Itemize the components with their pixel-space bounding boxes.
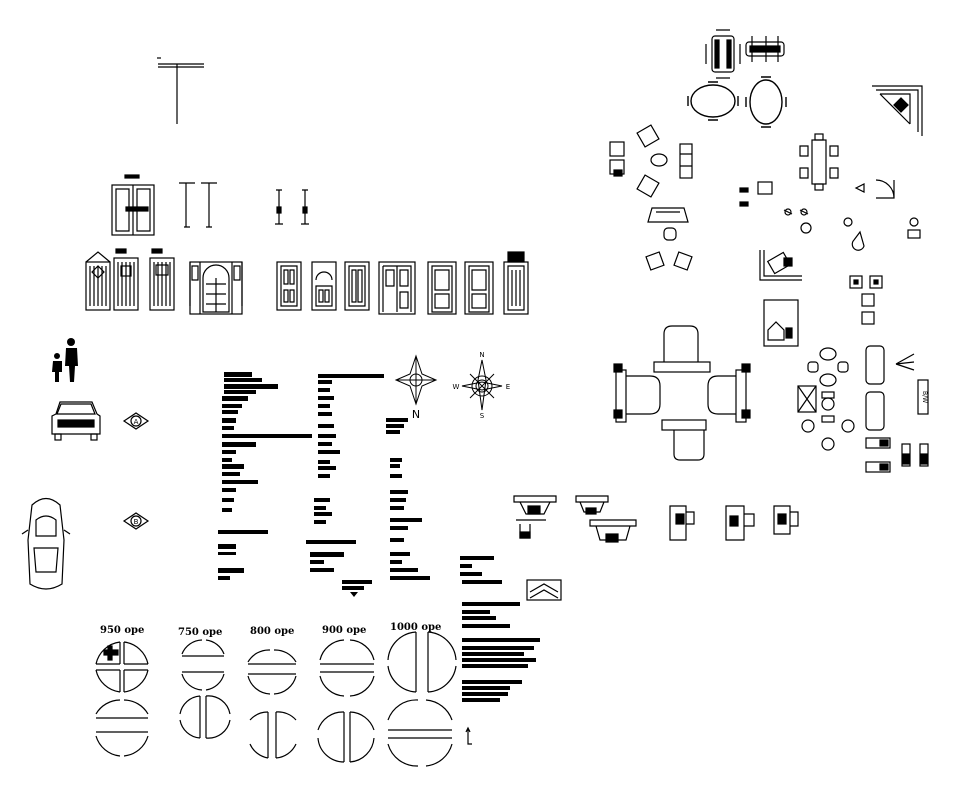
oval-table-plan: [687, 76, 787, 128]
shower-unit-plan: [763, 299, 799, 347]
section-marker-a: [122, 412, 150, 430]
section-marker-a-label: A: [134, 418, 139, 426]
stair-symbol: [526, 579, 562, 601]
bathroom-fixtures-plan: [797, 275, 929, 473]
small-fixtures-cluster: [739, 179, 921, 251]
car-plan-view: [21, 497, 71, 590]
vertical-tag-label: B/W: [921, 391, 928, 403]
text-block-column-3: [342, 418, 430, 597]
t-bar-fixture: [157, 57, 204, 124]
corner-unit-plan: [872, 85, 923, 136]
opening-label-750: 750 ope: [178, 627, 223, 638]
door-opening-750: [179, 639, 231, 739]
dining-set-small: [799, 133, 839, 191]
text-block-column-4: [460, 556, 540, 745]
compass-east-label: E: [506, 383, 510, 391]
dining-table-plan: [705, 29, 785, 79]
text-block-column-2: [306, 374, 384, 572]
opening-label-800: 800 ope: [250, 626, 295, 637]
opening-label-950: 950 ope: [100, 625, 145, 636]
sofa-group-plan: [613, 325, 751, 461]
cornice-profiles: [513, 495, 799, 543]
door-opening-950: [95, 641, 149, 757]
door-elevation-row-2: [276, 251, 529, 315]
desk-chair-plan: [759, 250, 802, 281]
opening-label-1000: 1000 ope: [390, 622, 442, 633]
door-elevation-row: [85, 248, 243, 315]
section-marker-b-label: B: [134, 518, 139, 526]
lounge-chairs-plan: [609, 124, 693, 271]
compass-west-label: W: [453, 383, 460, 391]
north-arrow-plain-label: N: [412, 408, 420, 421]
section-marker-b: [122, 512, 150, 530]
people-silhouette: [52, 338, 78, 382]
double-door-elevation: [111, 174, 155, 236]
north-arrow-compass: [461, 359, 503, 411]
opening-label-900: 900 ope: [322, 625, 367, 636]
compass-north-label: N: [479, 351, 484, 359]
text-block-column-1: [218, 372, 312, 580]
north-arrow-plain: [394, 354, 438, 406]
compass-south-label: S: [480, 412, 485, 420]
door-opening-900: [317, 639, 375, 763]
car-front-elevation: [51, 401, 101, 441]
door-opening-1000: [387, 631, 457, 767]
door-frame-sections: [179, 182, 309, 228]
door-opening-800: [247, 649, 297, 759]
